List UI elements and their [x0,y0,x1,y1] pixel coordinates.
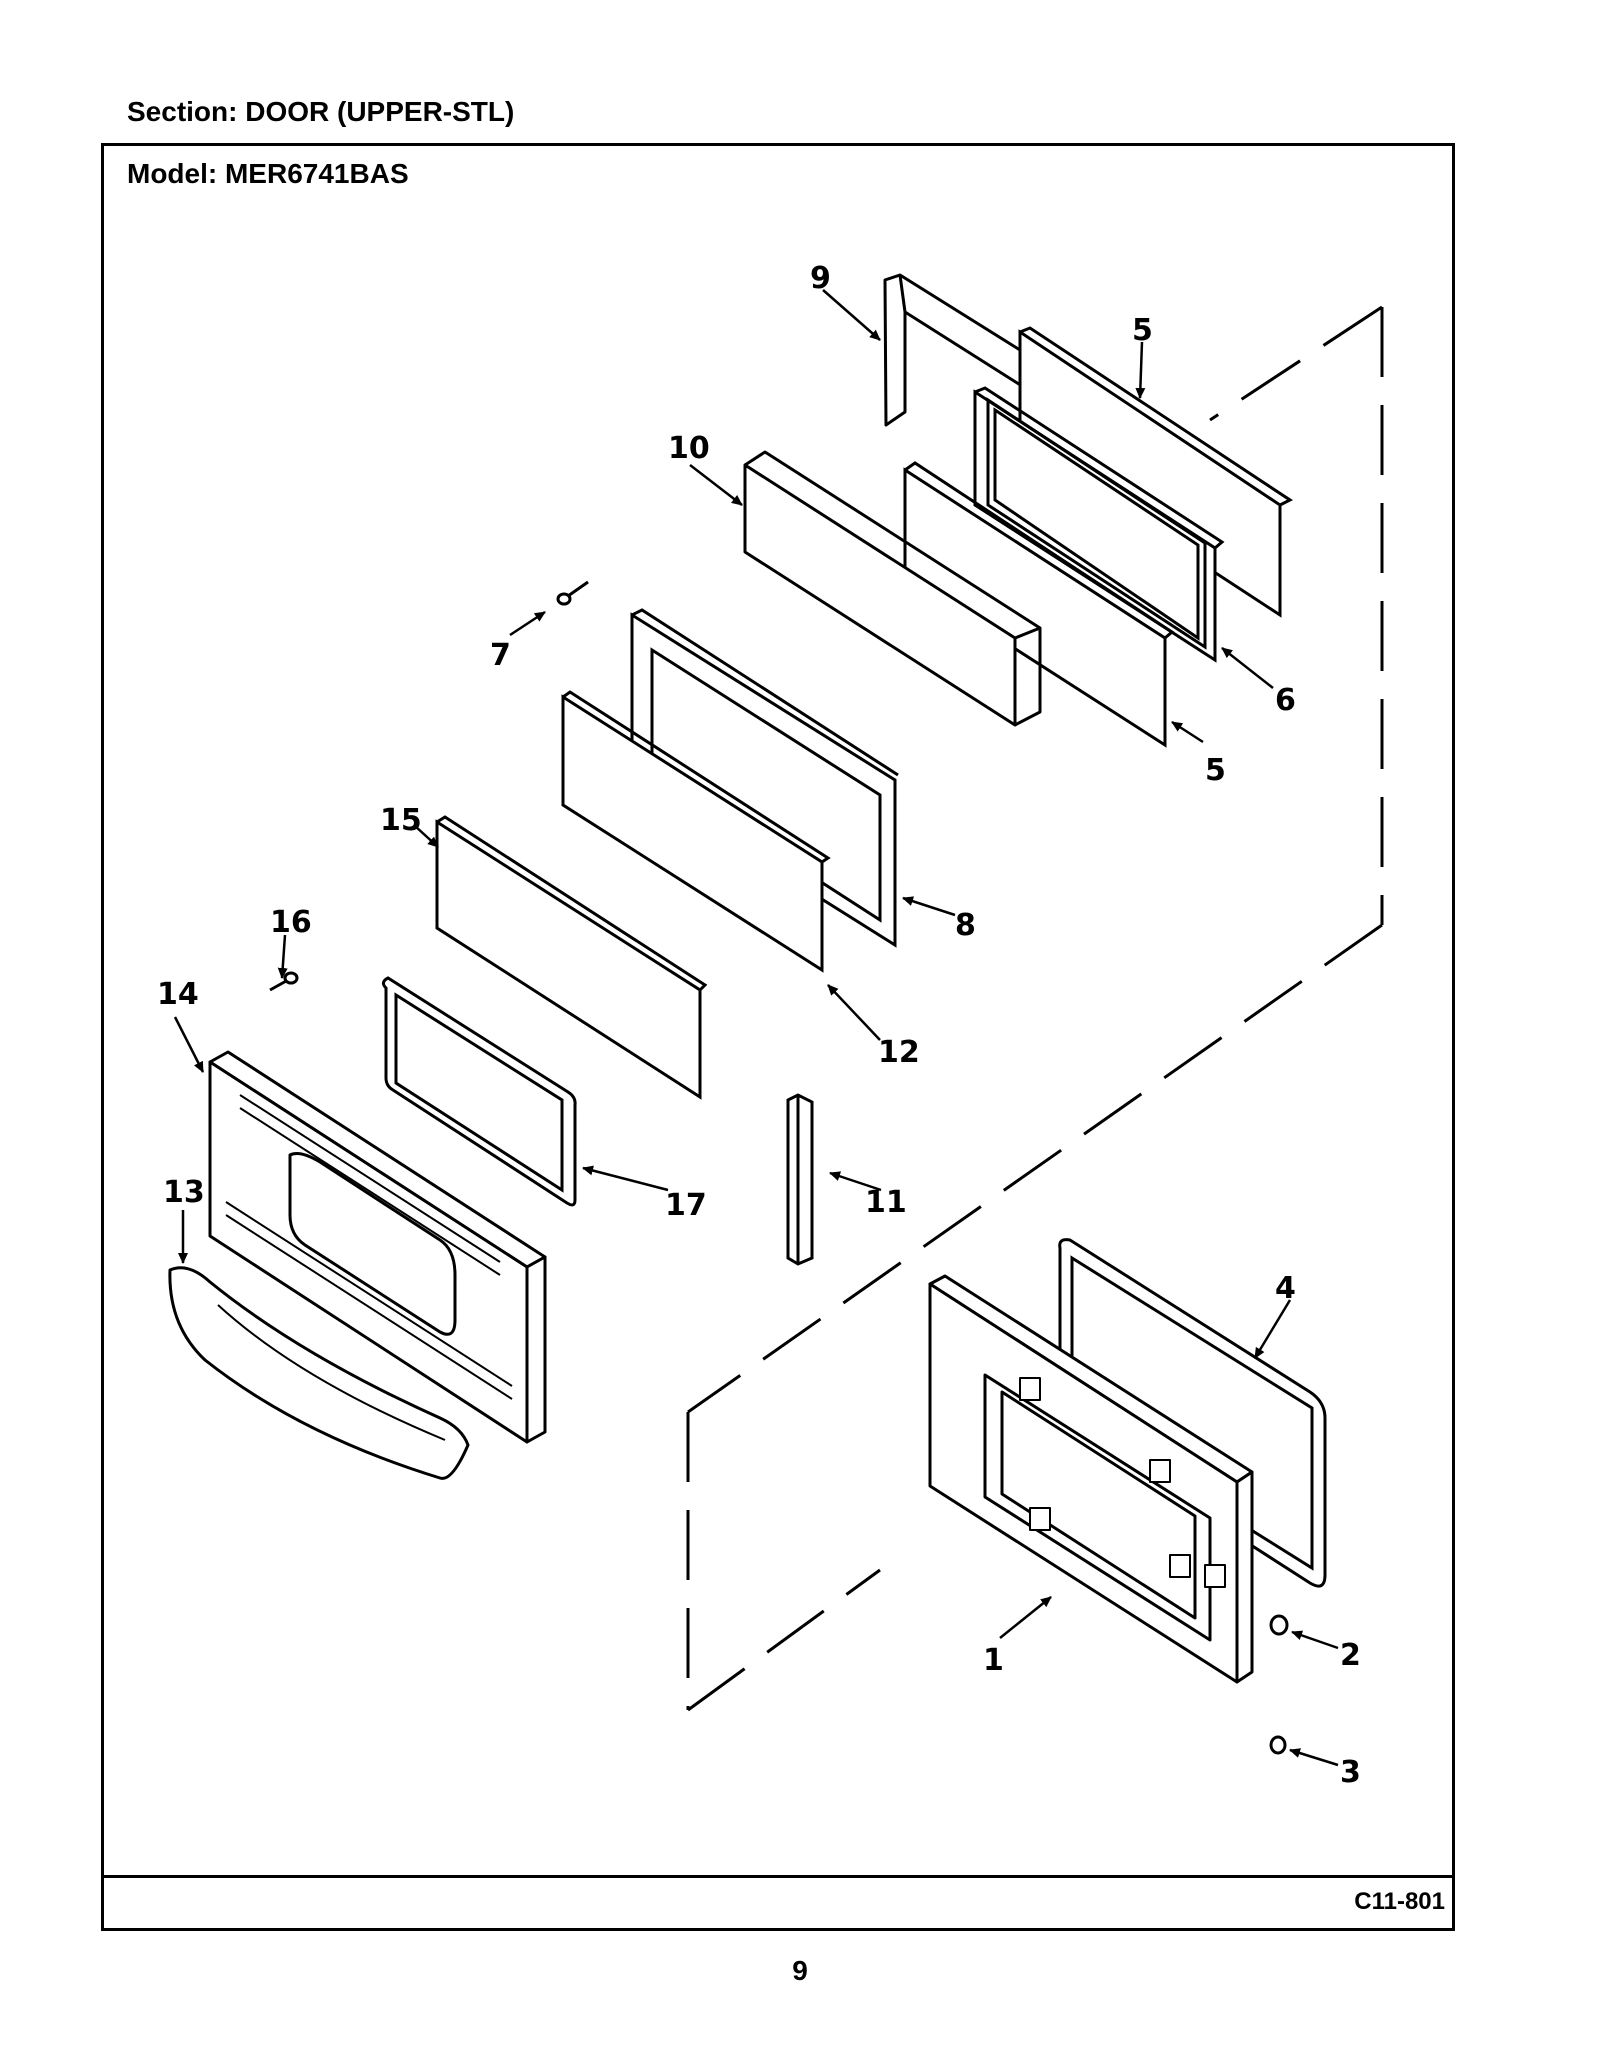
callout-17: 17 [665,1188,707,1223]
callout-16: 16 [270,905,312,940]
part-16-screw [269,971,299,992]
callout-1: 1 [983,1643,1004,1678]
part-3-clip [1269,1735,1287,1755]
callout-10: 10 [668,431,710,466]
callout-13: 13 [163,1175,205,1210]
part-12-door-glass [561,690,831,973]
callout-6: 6 [1275,683,1296,718]
part-5-upper-insulation [1018,326,1293,618]
part-8-inner-frame [630,608,899,948]
callout-15: 15 [380,803,422,838]
diagram-frame [101,143,1455,1931]
callout-3: 3 [1340,1755,1361,1790]
callout-12: 12 [878,1035,920,1070]
callout-4: 4 [1275,1271,1296,1306]
part-14-outer-door-panel [208,1050,547,1444]
part-15-glass-panel [435,815,708,1100]
callout-5-upper: 5 [1132,313,1153,348]
callout-14: 14 [157,977,199,1012]
diagram-code: C11-801 [1354,1888,1445,1915]
model-title: Model: MER6741BAS [127,158,409,189]
part-2-clip [1269,1614,1289,1636]
callout-5-lower: 5 [1205,753,1226,788]
callout-8: 8 [955,908,976,943]
assembly-boundary [686,305,1384,1712]
callout-leaders [173,289,1339,1767]
page-number: 9 [792,1955,808,1986]
part-1-inner-door-liner [928,1274,1254,1684]
part-6-glass-pack [973,386,1225,663]
callout-2: 2 [1340,1638,1361,1673]
section-title: Section: DOOR (UPPER-STL) [127,96,515,127]
part-11-bracket [786,1093,814,1266]
part-17-gasket [381,976,577,1207]
callout-9: 9 [810,261,831,296]
part-7-screw [556,580,589,606]
part-13-door-handle [168,1266,470,1480]
callout-11: 11 [865,1185,907,1220]
footer-divider [101,1875,1455,1878]
part-10-insulation-block [743,450,1042,727]
callout-7: 7 [490,638,511,673]
